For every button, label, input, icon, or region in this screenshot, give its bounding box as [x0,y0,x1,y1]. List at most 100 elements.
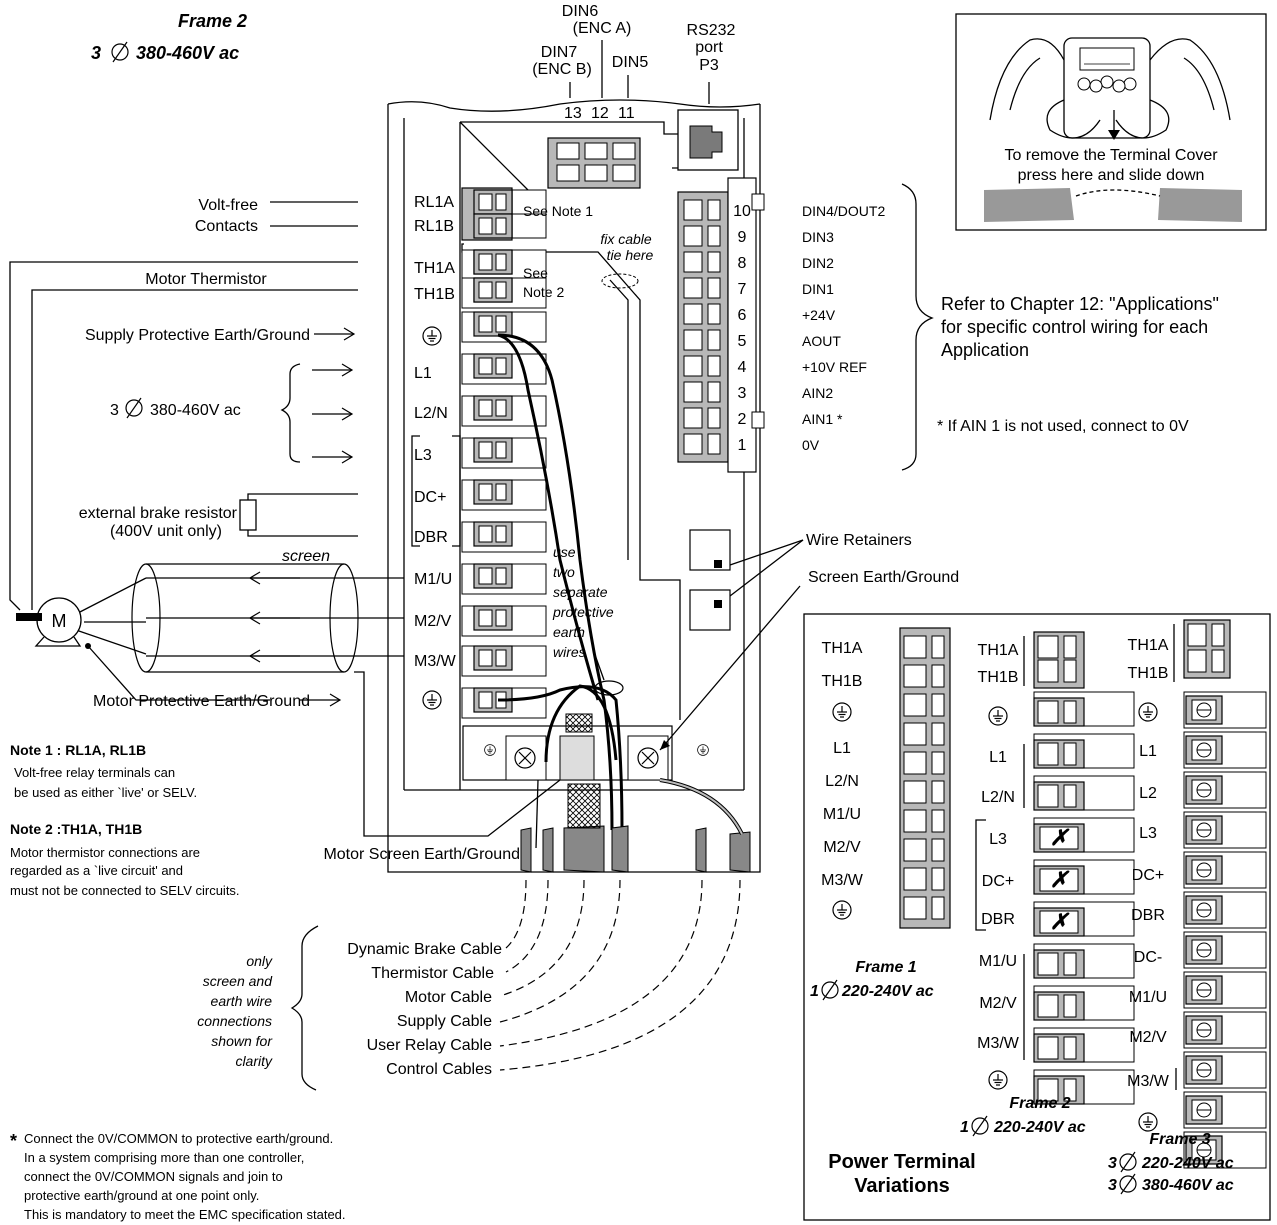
frame2-label: TH1B [978,669,1019,686]
clarity-note: shown for [211,1033,273,1049]
frame2-label: L2/N [981,789,1015,806]
control-terminal-number: 2 [738,411,747,428]
earth-icon [422,690,442,710]
control-slot [683,407,703,429]
control-terminal-number: 10 [733,203,751,220]
frame3-screw-terminal [1185,895,1223,925]
frame3-screw-terminal [1185,935,1223,965]
down-arrow-icon [1108,130,1120,140]
frame2-label: L3 [989,831,1007,848]
earth-icon [832,702,852,722]
frame2-label: DC+ [982,873,1014,890]
phase-symbol-icon [125,397,143,419]
terminal-label-dc: DC+ [414,489,446,506]
frame1-slot [903,693,927,717]
terminal-slot [473,563,513,589]
note2-line1: Motor thermistor connections are [10,845,200,860]
frame1-slot [903,896,927,920]
control-terminal-number: 1 [738,437,747,454]
frame2-phase: 1 [960,1119,969,1136]
frame3-screw-terminal [1185,855,1223,885]
frame3-phase-2: 3 [1108,1177,1117,1194]
din6-label: DIN6 [562,3,599,20]
cable-label: Motor Cable [405,989,492,1006]
frame3-screw-terminal [1185,1095,1223,1125]
control-terminal-label: +10V REF [802,359,867,375]
terminal-label-rl1b: RL1B [414,218,454,235]
control-slot [683,303,703,325]
earth-icon [988,1070,1008,1090]
control-slot [683,277,703,299]
cable-label: User Relay Cable [367,1037,492,1054]
frame1-title: Frame 1 [855,959,916,976]
frame-supply: 380-460V ac [136,43,239,63]
enc-b-label: (ENC B) [532,61,592,78]
brake-label-1: external brake resistor [79,505,238,522]
arrow-left-icon [249,571,301,585]
enc-a-label: (ENC A) [573,20,632,37]
brake-label-2: (400V unit only) [110,523,222,540]
frame3-label: DBR [1131,907,1165,924]
terminal-label-m2v: M2/V [414,613,452,630]
note2-title: Note 2 :TH1A, TH1B [10,821,142,837]
frame2-label: TH1A [978,642,1019,659]
frame1-slot [903,635,927,659]
control-terminal-number: 4 [738,359,747,376]
cable-label: Control Cables [386,1061,492,1078]
no-terminal-cross-icon: ✗ [1050,825,1070,850]
cable-label: Thermistor Cable [371,965,494,982]
frame3-screw-terminal [1185,815,1223,845]
control-terminal-number: 6 [738,307,747,324]
terminal-slot [473,311,513,337]
see-note1: See Note 1 [523,203,593,219]
frame3-screw-terminal [1185,1015,1223,1045]
terminal-label-m3w: M3/W [414,653,457,670]
control-terminal-number: 9 [738,229,747,246]
volt-free-label: Volt-free [198,197,258,214]
pin-11: 11 [618,105,635,122]
frame2-label: DBR [981,911,1015,928]
frame1-label: M3/W [821,872,864,889]
frame3-label: M3/W [1127,1073,1170,1090]
terminal-slot [473,605,513,631]
cable-label: Supply Cable [397,1013,492,1030]
frame3-label: L1 [1139,743,1157,760]
frame1-label: L2/N [825,773,859,790]
note2-line2: regarded as a `live circuit' and [10,863,183,878]
frame-phase: 3 [91,43,101,63]
control-terminal-label: 0V [802,437,820,453]
cable-tie-icon [601,273,639,289]
terminal-label-rl1a: RL1A [414,194,454,211]
footnote-line5: This is mandatory to meet the EMC specif… [24,1207,346,1222]
frame3-label: DC+ [1132,867,1164,884]
terminal-label-l1: L1 [414,365,432,382]
earth-icon [1138,1112,1158,1132]
note1-title: Note 1 : RL1A, RL1B [10,742,146,758]
frame3-label: L3 [1139,825,1157,842]
cover-line2: press here and slide down [1018,167,1205,184]
control-terminal-label: AOUT [802,333,841,349]
arrow-right-icon [311,407,353,421]
wire-retainer [689,529,731,571]
pin-12: 12 [591,105,609,122]
tie-here: tie here [607,247,654,263]
arrow-left-icon [249,649,301,663]
phase-symbol-icon [111,41,129,63]
frame2-supply: 220-240V ac [993,1119,1086,1136]
footnote-line2: In a system comprising more than one con… [24,1150,304,1165]
frame3-phase: 3 [1108,1155,1117,1172]
port-label: port [695,39,723,56]
control-terminal-label: DIN3 [802,229,834,245]
frame3-screw-terminal [1185,1055,1223,1085]
terminal-slot [473,395,513,421]
screen-label: screen [282,548,330,565]
refer-line2: for specific control wiring for each [941,317,1208,337]
frame1-supply: 220-240V ac [841,983,934,1000]
frame1-slot [903,780,927,804]
cover-line1: To remove the Terminal Cover [1004,147,1218,164]
control-terminal-label: +24V [802,307,836,323]
see-label: See [523,265,548,281]
control-terminal-label: DIN2 [802,255,834,271]
